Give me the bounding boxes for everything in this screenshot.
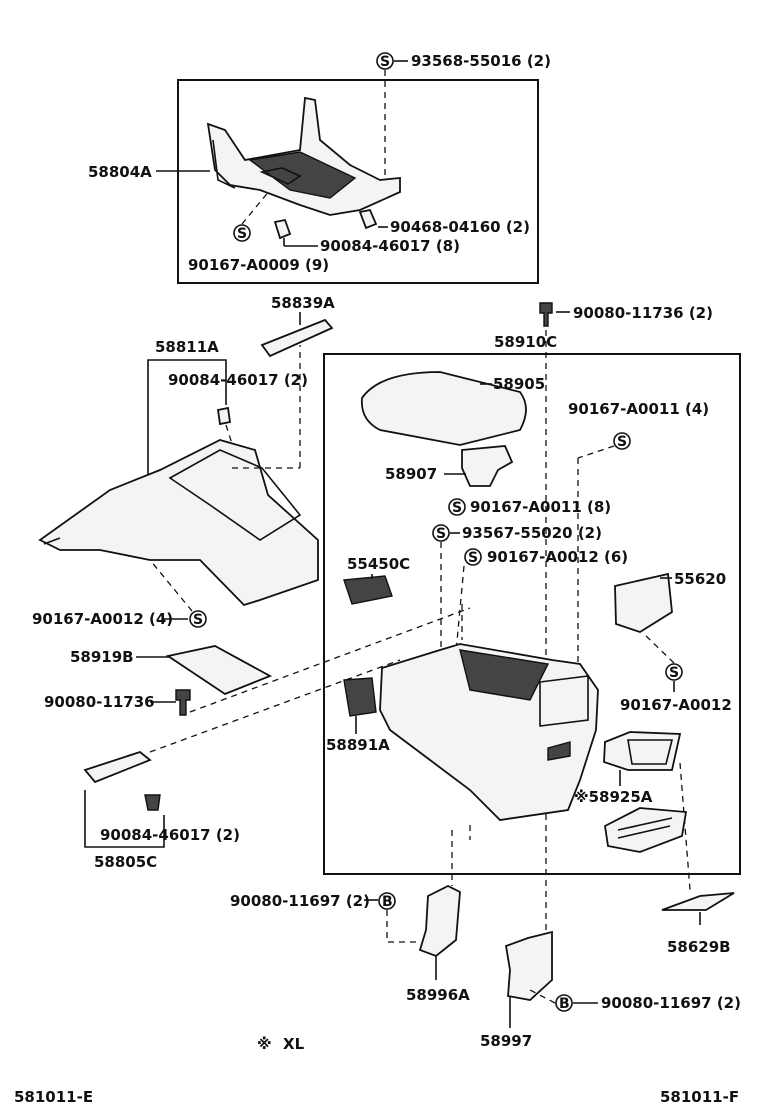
console-body-drawing [379,643,599,821]
label-mat: 58919B [70,648,134,666]
trim-drawing [83,750,152,784]
label-left-bolt: 90167-A0012 (4) [32,610,173,628]
bottom-clip-drawing [144,794,161,811]
label-trim: 58805C [94,853,157,871]
label-vent-housing: 55620 [674,570,726,588]
svg-text:B: B [382,894,393,910]
bolt-a0012-6-mark: S [464,548,482,566]
svg-text:B: B [559,996,570,1012]
bracket-right-drawing [504,930,553,1001]
svg-text:S: S [617,434,627,450]
top-screw-drawing [539,302,553,327]
label-bolt-a0011-4: 90167-A0011 (4) [568,400,709,418]
bolt-a0011-4-mark: S [613,432,631,450]
upper-panel-drawing [206,96,401,240]
lid-drawing [360,371,527,446]
svg-text:S: S [380,54,390,70]
svg-text:S: S [193,612,203,628]
grille-drawing [661,892,735,911]
label-left-panel: 58811A [155,338,219,356]
upper-bolt-mark: S [233,224,251,242]
label-bolt-a0011-8: 90167-A0011 (8) [470,498,611,516]
vent-housing-drawing [614,572,673,633]
label-hinge: 58907 [385,465,437,483]
label-upper-panel: 58804A [88,163,152,181]
svg-text:S: S [452,500,462,516]
upper-panel-frame [177,79,539,284]
bracket-left-drawing [418,884,461,958]
svg-text:S: S [237,226,247,242]
vent-drawing [603,731,682,771]
note-mark: ※ [257,1035,272,1053]
right-bolt-mark: S [665,663,683,681]
label-vent: ※58925A [574,788,653,806]
bar-part-drawing [260,318,334,358]
svg-text:S: S [468,550,478,566]
label-bottom-clip: 90084-46017 (2) [100,826,240,844]
bracket-bolt-left-mark: B [378,892,396,910]
console-box-frame [323,353,741,875]
footer-right: 581011-F [660,1088,739,1106]
label-top-bolt: 93568-55016 (2) [411,52,551,70]
label-bracket-left: 58996A [406,986,470,1004]
upper-bolt-top-mark: S [376,52,394,70]
label-lid: 58905 [493,375,545,393]
note-text: XL [283,1035,305,1053]
label-bolt-a0012-6: 90167-A0012 (6) [487,548,628,566]
label-bolt-55020: 93567-55020 (2) [462,524,602,542]
bracket-bolt-right-mark: B [555,994,573,1012]
label-console-body: 58891A [326,736,390,754]
bolt-55020-mark: S [432,524,450,542]
switch-drawing [343,575,393,605]
label-switch: 55450C [347,555,410,573]
label-grille: 58629B [667,938,731,956]
svg-text:S: S [436,526,446,542]
mat-drawing [165,645,273,696]
left-clip-drawing [216,406,232,426]
label-upper-bolt: 90167-A0009 (9) [188,256,329,274]
label-left-clip: 90084-46017 (2) [168,371,308,389]
label-top-screw: 90080-11736 (2) [573,304,713,322]
label-right-bolt: 90167-A0012 [620,696,732,714]
bolt-a0011-8-mark: S [448,498,466,516]
hinge-drawing [461,445,514,487]
svg-text:S: S [669,665,679,681]
left-bolt-mark: S [189,610,207,628]
left-screw-drawing [175,689,191,716]
label-bar-part: 58839A [271,294,335,312]
console-body-bracket [343,677,377,717]
label-bracket-right: 58997 [480,1032,532,1050]
label-upper-screw: 90084-46017 (8) [320,237,460,255]
left-panel-drawing [38,439,319,607]
label-left-screw: 90080-11736 [44,693,155,711]
footer-left: 581011-E [14,1088,93,1106]
label-bracket-bolt-left: 90080-11697 (2) [230,892,370,910]
label-console-box: 58910C [494,333,557,351]
vent-grille-drawing [604,807,688,853]
label-upper-clip: 90468-04160 (2) [390,218,530,236]
label-bracket-bolt-right: 90080-11697 (2) [601,994,741,1012]
